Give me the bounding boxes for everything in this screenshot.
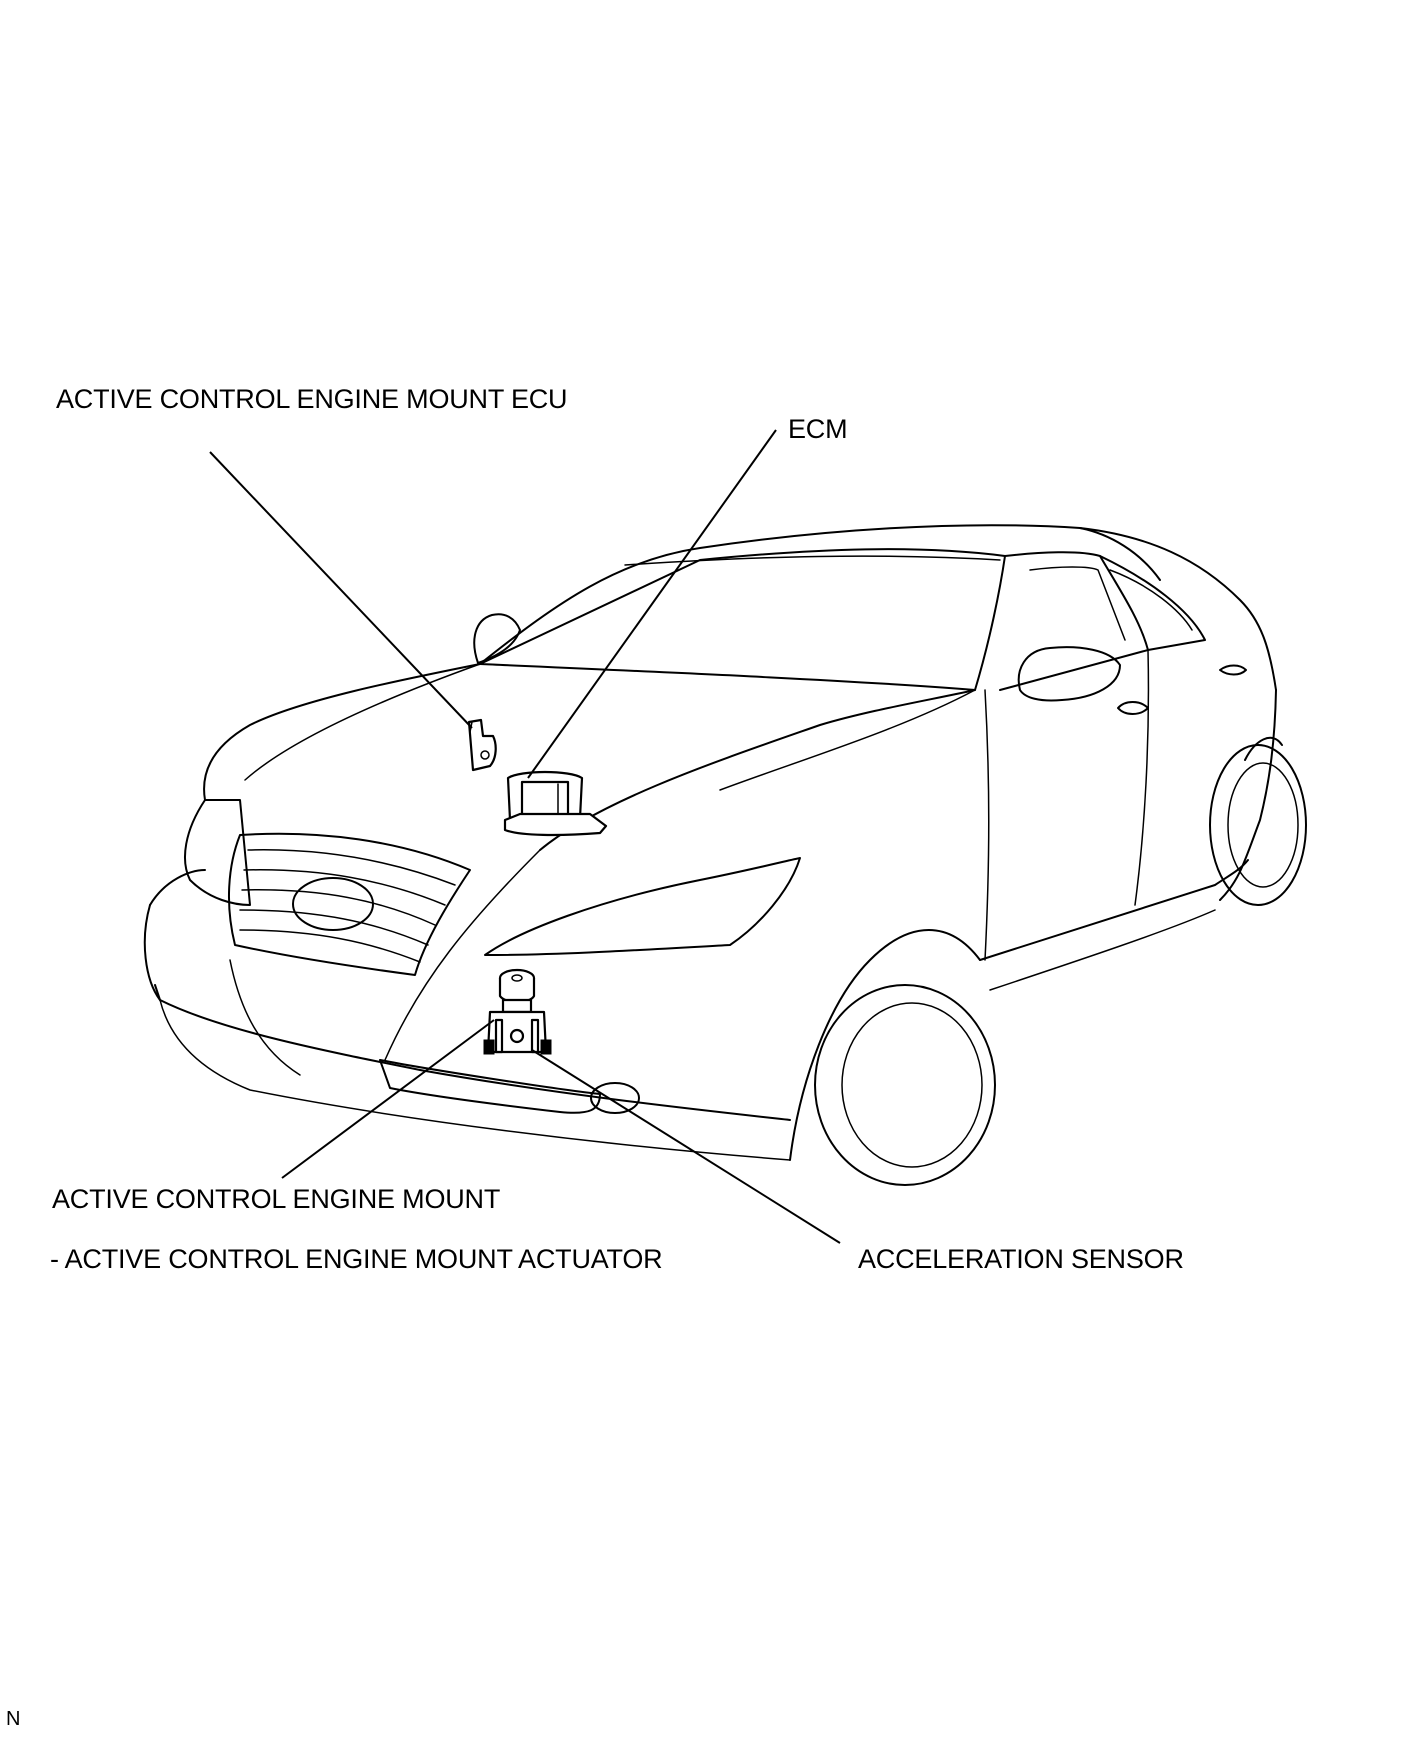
label-engine-mount-ecu: ACTIVE CONTROL ENGINE MOUNT ECU: [56, 384, 568, 414]
engine-mount-part: [483, 968, 552, 1055]
leader-lines: [209, 429, 841, 1244]
label-engine-mount-actuator: - ACTIVE CONTROL ENGINE MOUNT ACTUATOR: [50, 1244, 663, 1274]
engine-mount-ecu-part: [467, 718, 497, 772]
ecm-part: [503, 770, 608, 837]
label-engine-mount: ACTIVE CONTROL ENGINE MOUNT: [52, 1184, 501, 1214]
label-ecm: ECM: [788, 414, 848, 444]
label-acceleration-sensor: ACCELERATION SENSOR: [858, 1244, 1184, 1274]
car-body: [143, 524, 1307, 1186]
corner-mark: N: [6, 1708, 21, 1730]
